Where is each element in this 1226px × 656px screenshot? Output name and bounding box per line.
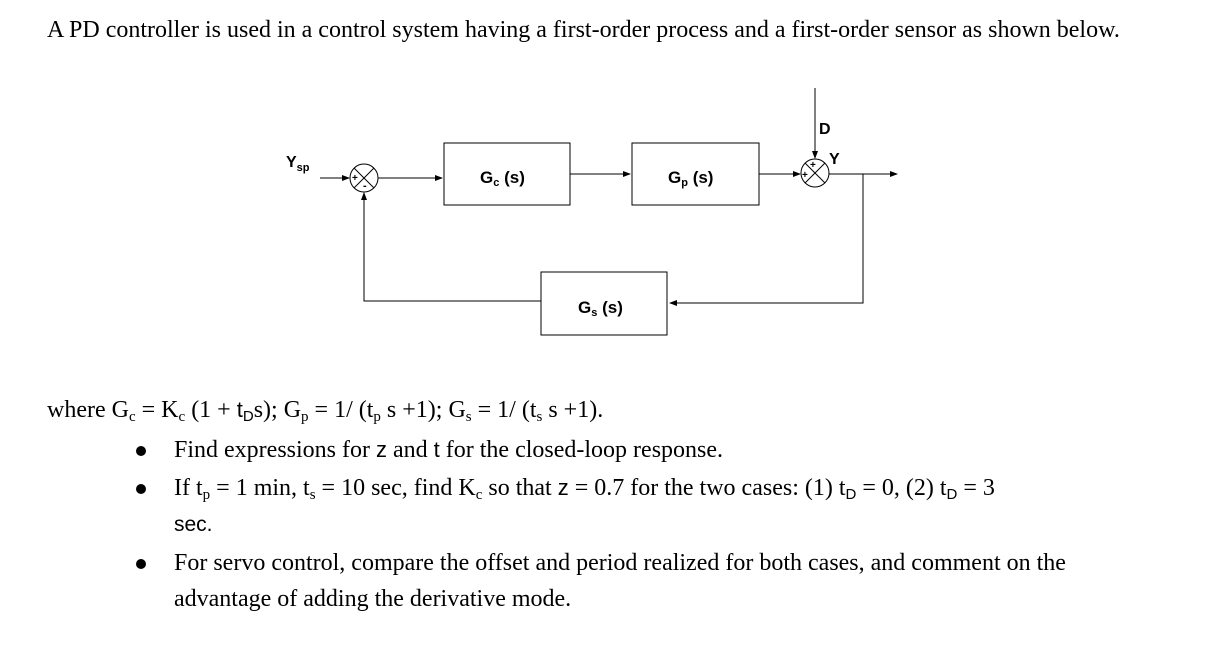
controller-block-label: Gc (s): [480, 168, 525, 189]
output-label: Y: [829, 151, 840, 168]
question-item-2: If tp = 1 min, ts = 10 sec, find Kc so t…: [128, 470, 1148, 543]
question-list: Find expressions for z and t for the clo…: [128, 432, 1148, 619]
disturbance-label: D: [819, 121, 831, 138]
block-diagram: Ysp + - Gc (s) Gp (s) D + + Y: [286, 88, 898, 336]
sum1-plus-sign: +: [352, 173, 358, 184]
transfer-function-definitions: where Gc = Kc (1 + tDs); Gp = 1/ (tp s +…: [47, 397, 604, 425]
process-block: Gp (s): [631, 142, 760, 206]
sensor-block: Gs (s): [540, 271, 668, 336]
bullet-icon: [136, 484, 146, 494]
feedback-path-left: [361, 192, 541, 302]
problem-intro: A PD controller is used in a control sys…: [47, 17, 1120, 43]
sensor-block-label: Gs (s): [578, 298, 623, 319]
sum1-minus-sign: -: [363, 180, 367, 192]
summing-junction-1: + -: [349, 163, 379, 193]
sum2-plus-sign-top: +: [810, 160, 816, 171]
process-block-label: Gp (s): [668, 168, 713, 189]
setpoint-label: Ysp: [286, 154, 310, 174]
sum2-plus-sign-left: +: [802, 170, 808, 181]
bullet-icon: [136, 446, 146, 456]
summing-junction-2: + +: [800, 158, 830, 188]
bullet-icon: [136, 559, 146, 569]
controller-block: Gc (s): [443, 142, 571, 206]
feedback-path-right: [669, 174, 864, 306]
question-item-1: Find expressions for z and t for the clo…: [128, 432, 1148, 468]
question-item-3: For servo control, compare the offset an…: [128, 545, 1148, 617]
